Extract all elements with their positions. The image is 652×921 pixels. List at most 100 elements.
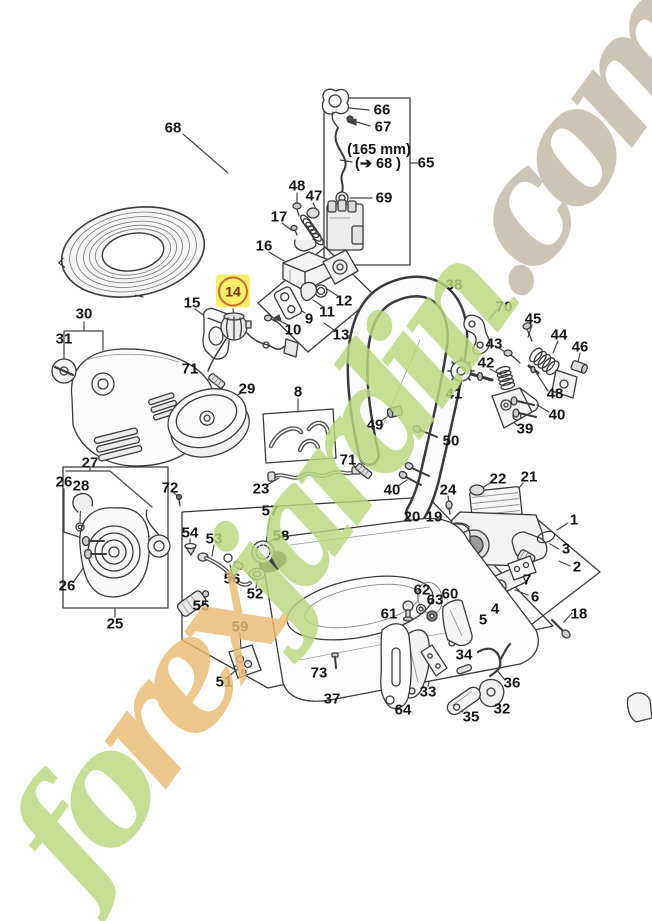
- part-label-33-74: 33: [419, 683, 437, 701]
- part-label-40-37: 40: [383, 481, 401, 499]
- part-14-drawing: [207, 312, 299, 389]
- part-label-58-56: 58: [272, 527, 290, 545]
- part-label-72-38: 72: [161, 479, 179, 497]
- part-label-6-67: 6: [530, 588, 540, 606]
- part-label-48-31: 48: [546, 385, 564, 403]
- part-label-43-28: 43: [485, 335, 503, 353]
- highlighted-part-callout-14[interactable]: 14: [216, 274, 250, 308]
- part-label-57-55: 57: [261, 502, 279, 520]
- part-label-9-15: 9: [304, 310, 314, 328]
- carburetor-parts: [263, 249, 359, 323]
- part-label-10-16: 10: [284, 321, 302, 339]
- part-label-55-59: 55: [192, 597, 210, 615]
- part-label-3-51: 3: [561, 540, 571, 558]
- part-label-15-11: 15: [183, 294, 201, 312]
- part-label-40-32: 40: [548, 406, 566, 424]
- plate-59-drawing: [228, 644, 262, 679]
- rope-coil-drawing: [58, 206, 206, 298]
- part-label-13-17: 13: [332, 326, 350, 344]
- part-label-36-76: 36: [503, 674, 521, 692]
- fuel-hose-drawing: [267, 466, 362, 482]
- rod-71b-drawing: [355, 462, 373, 479]
- molding-corner-drawing: [626, 692, 652, 723]
- part-label-69-6: 69: [375, 189, 393, 207]
- part-label-66-1: 66: [373, 101, 391, 119]
- part-label-64-73: 64: [394, 701, 412, 719]
- screw-18-drawing: [550, 618, 571, 639]
- part-label-17-9: 17: [270, 208, 288, 226]
- part-label-39-33: 39: [516, 420, 534, 438]
- part-label-61-62: 61: [380, 605, 398, 623]
- part-label-65-5: 65: [417, 154, 435, 172]
- part-label-41-30: 41: [445, 385, 463, 403]
- part-label-35-78: 35: [462, 708, 480, 726]
- part-label-34-75: 34: [455, 646, 473, 664]
- part-label-38-18: 38: [445, 276, 463, 294]
- part-label-46-27: 46: [571, 338, 589, 356]
- part-label-49-34: 49: [366, 416, 384, 434]
- part-label-21-47: 21: [520, 468, 538, 486]
- part-label-4-68: 4: [490, 600, 500, 618]
- part-label-54-53: 54: [181, 524, 199, 542]
- exploded-parts-drawing: [51, 88, 652, 723]
- part-label-8-23: 8: [293, 383, 303, 401]
- part-label-23-39: 23: [252, 480, 270, 498]
- part-label-37-72: 37: [323, 690, 341, 708]
- part-label-11-14: 11: [319, 303, 335, 321]
- part-label-18-70: 18: [570, 605, 588, 623]
- assembly-box-65: [323, 97, 411, 266]
- part-label-7-66: 7: [522, 571, 532, 589]
- lockout-35-drawing: [446, 686, 481, 716]
- handle-screws: [386, 405, 438, 486]
- part-label-19-49: 19: [425, 508, 443, 526]
- screw-73-drawing: [331, 652, 339, 669]
- part-label-28-42: 28: [72, 477, 90, 495]
- part-label-2-52: 2: [572, 558, 582, 576]
- part-label-29-22: 29: [238, 380, 256, 398]
- part-label-67-2: 67: [374, 118, 392, 136]
- part-label-27-40: 27: [81, 454, 99, 472]
- highlighted-part-number: 14: [218, 276, 248, 306]
- av-mount-parts: [447, 314, 588, 429]
- spring-assembly-17: [290, 202, 324, 252]
- part-label-68-0: 68: [164, 119, 182, 137]
- air-filter-drawing: [167, 388, 250, 458]
- part-label-63-64: 63: [426, 591, 444, 609]
- filter-cap-drawing: [51, 358, 77, 384]
- part-label-48-7: 48: [288, 177, 306, 195]
- part-label-22-46: 22: [489, 470, 507, 488]
- part-label-53-54: 53: [205, 530, 223, 548]
- pin-34-drawing: [456, 664, 473, 675]
- part-label-47-8: 47: [305, 187, 323, 205]
- part-label-26-43: 26: [58, 577, 76, 595]
- assembly-box-8: [262, 408, 337, 464]
- hose-kit-drawing: [268, 420, 331, 453]
- part-label-25-44: 25: [106, 615, 124, 633]
- hand-guard-37: [380, 623, 412, 710]
- part-label-5-69: 5: [478, 611, 488, 629]
- part-label-42-29: 42: [477, 354, 495, 372]
- part-label-31-20: 31: [55, 330, 73, 348]
- part-label-60-65: 60: [441, 585, 459, 603]
- part-label-20-48: 20: [403, 508, 421, 526]
- part-label-56-57: 56: [223, 570, 241, 588]
- ignition-box-contents: [321, 88, 364, 251]
- part-label-71-21: 71: [181, 360, 199, 378]
- part-label-70-24: 70: [495, 298, 513, 316]
- part-label-73-71: 73: [310, 664, 328, 682]
- cover-60-cluster: [402, 599, 473, 647]
- screw-72-drawing: [175, 493, 183, 507]
- fan-housing-drawing: [72, 492, 171, 598]
- part-label-24-45: 24: [439, 481, 457, 499]
- assembly-box-25: [62, 466, 169, 609]
- part-label-59-60: 59: [231, 618, 249, 636]
- part-label-32-77: 32: [493, 700, 511, 718]
- spring-36-drawing: [476, 642, 512, 678]
- part-label-45-25: 45: [524, 310, 542, 328]
- part-label-62-63: 62: [413, 581, 431, 599]
- part-label-30-19: 30: [75, 305, 93, 323]
- part-label-50-35: 50: [442, 432, 460, 450]
- part-label-1-50: 1: [569, 511, 579, 529]
- note-label-68-4: (➔ 68 ): [355, 155, 401, 172]
